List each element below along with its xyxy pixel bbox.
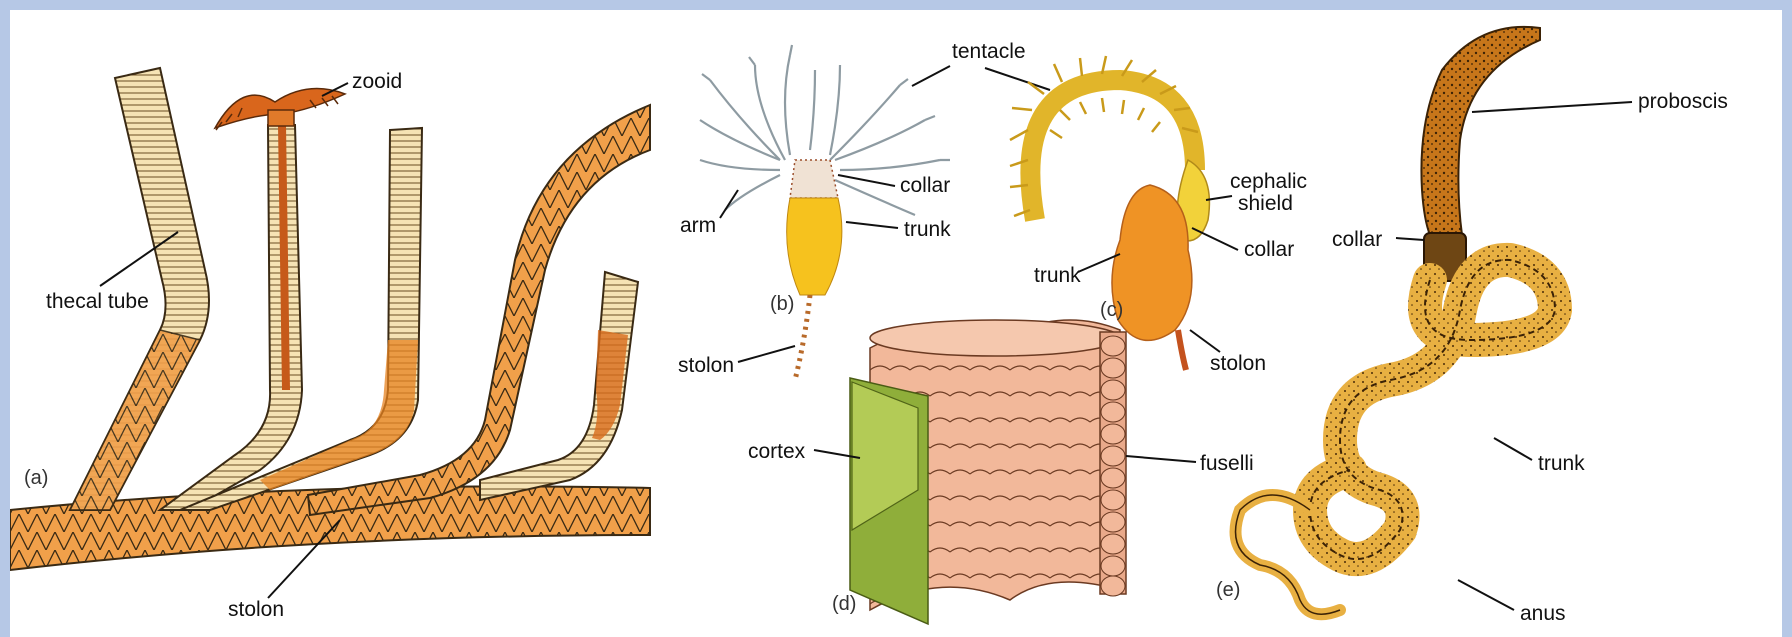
- panel-tag-c: (c): [1100, 299, 1123, 321]
- label-anus: anus: [1520, 602, 1566, 625]
- label-cortex: cortex: [748, 440, 806, 463]
- panel-e: proboscis collar trunk anus (e): [1216, 27, 1728, 625]
- label-thecal-tube: thecal tube: [46, 290, 149, 313]
- thecal-tube-1-band: [70, 330, 200, 510]
- stolon-c: [1178, 330, 1186, 370]
- trunk-b: [787, 198, 842, 295]
- label-stolon-a: stolon: [228, 598, 284, 621]
- collar-b: [790, 160, 838, 198]
- leader-tentacle-c: [985, 68, 1050, 90]
- panel-tag-b: (b): [770, 293, 794, 315]
- label-trunk-e: trunk: [1538, 452, 1585, 475]
- leader-stolon-c: [1190, 330, 1220, 352]
- leader-trunk-e: [1494, 438, 1532, 460]
- fuselli-top: [870, 320, 1120, 356]
- panel-tag-e: (e): [1216, 579, 1240, 601]
- panel-d: cortex fuselli (d): [748, 320, 1254, 624]
- panel-tag-a: (a): [24, 467, 48, 489]
- leader-stolon-b: [738, 346, 795, 362]
- leader-anus: [1458, 580, 1514, 610]
- leader-fuselli: [1126, 456, 1196, 462]
- leader-proboscis: [1472, 102, 1632, 112]
- leader-trunk-b: [846, 222, 898, 228]
- leader-collar-e: [1396, 238, 1424, 240]
- label-proboscis: proboscis: [1638, 90, 1728, 113]
- label-cephalic-line1: cephalic: [1230, 170, 1307, 193]
- label-stolon-b: stolon: [678, 354, 734, 377]
- proboscis: [1421, 27, 1540, 235]
- label-trunk-c: trunk: [1034, 264, 1081, 287]
- leader-arm: [720, 190, 738, 218]
- leader-collar-c: [1192, 228, 1238, 250]
- panel-tag-d: (d): [832, 593, 856, 615]
- label-collar-b: collar: [900, 174, 950, 197]
- label-tentacle: tentacle: [952, 40, 1026, 63]
- label-collar-e: collar: [1332, 228, 1382, 251]
- trunk-c: [1112, 185, 1192, 340]
- label-fuselli: fuselli: [1200, 452, 1254, 475]
- panel-a: zooid thecal tube stolon (a): [10, 68, 650, 621]
- label-trunk-b: trunk: [904, 218, 951, 241]
- label-arm: arm: [680, 214, 716, 237]
- figure-canvas: zooid thecal tube stolon (a) tentacle co…: [10, 10, 1782, 637]
- label-cephalic-line2: shield: [1238, 192, 1293, 215]
- label-stolon-c: stolon: [1210, 352, 1266, 375]
- stolon-b: [795, 295, 810, 380]
- label-collar-c: collar: [1244, 238, 1294, 261]
- label-zooid: zooid: [352, 70, 402, 93]
- leader-tentacle-b: [912, 66, 950, 86]
- graptolite-hemichordate-figure: zooid thecal tube stolon (a) tentacle co…: [10, 10, 1782, 637]
